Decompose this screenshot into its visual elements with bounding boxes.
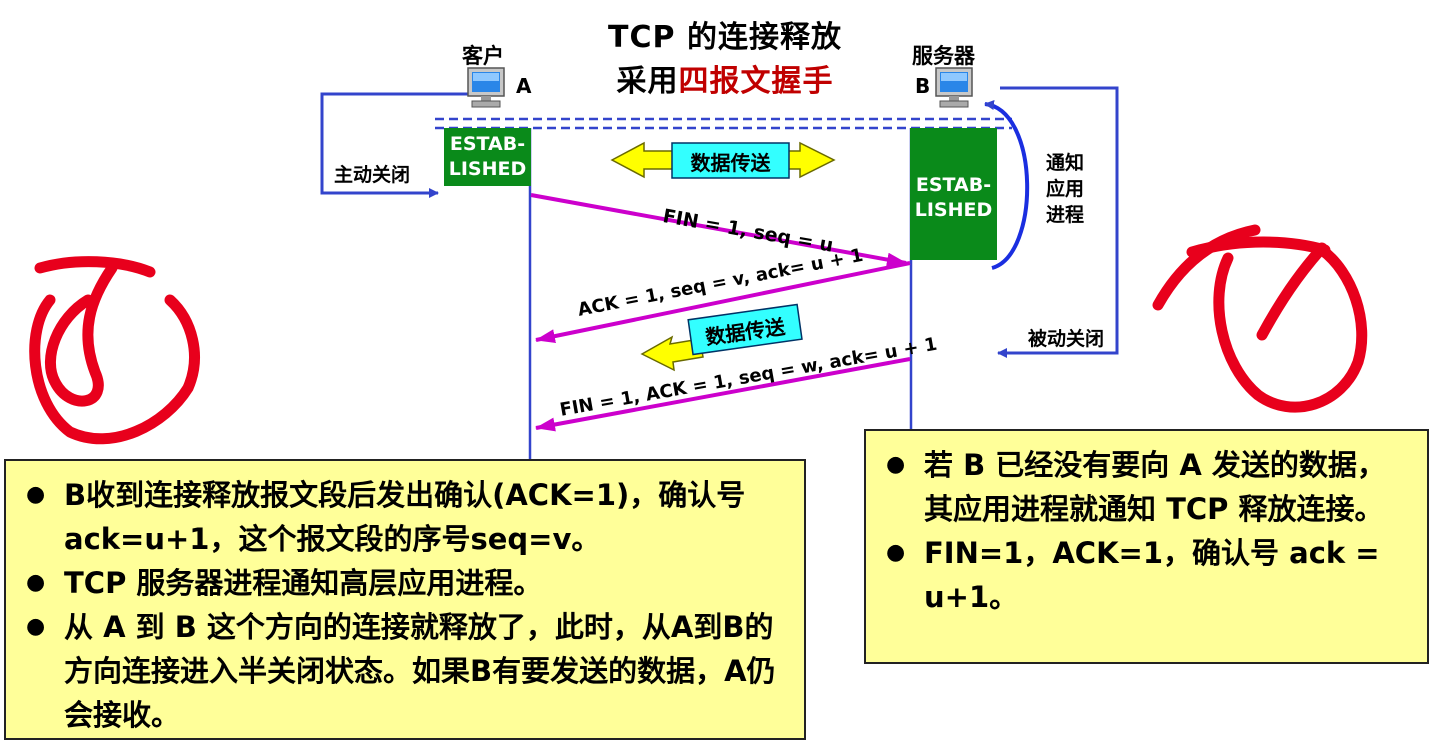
note-left-item: TCP 服务器进程通知高层应用进程。 <box>20 561 784 605</box>
server-state-line1: ESTAB- <box>915 174 992 196</box>
subtitle-highlight: 四报文握手 <box>678 64 834 99</box>
client-state-line1: ESTAB- <box>449 133 526 155</box>
server-computer-icon <box>935 67 973 108</box>
subtitle-prefix: 采用 <box>616 64 679 99</box>
note-left: B收到连接释放报文段后发出确认(ACK=1)，确认号ack=u+1，这个报文段的… <box>4 459 806 740</box>
data-transfer-label-top: 数据传送 <box>690 151 771 175</box>
notify-line3: 进程 <box>1046 204 1085 226</box>
note-right: 若 B 已经没有要向 A 发送的数据，其应用进程就通知 TCP 释放连接。 FI… <box>864 429 1429 664</box>
diagram-subtitle: 采用四报文握手 <box>560 56 890 100</box>
client-label: 客户 <box>462 44 504 68</box>
handwritten-annotation-left <box>29 256 200 445</box>
note-left-item: B收到连接释放报文段后发出确认(ACK=1)，确认号ack=u+1，这个报文段的… <box>20 473 784 561</box>
active-close-arrow <box>320 92 468 198</box>
client-state-line2: LISHED <box>448 158 527 180</box>
notify-app-arrow <box>984 100 1030 270</box>
passive-close-label: 被动关闭 <box>1028 328 1105 350</box>
server-label: 服务器 <box>912 44 975 68</box>
ack-arrow <box>535 261 911 344</box>
active-close-label: 主动关闭 <box>334 164 411 186</box>
fin-ack-arrow <box>535 357 911 432</box>
handwritten-annotation-right <box>1152 224 1368 413</box>
notify-line2: 应用 <box>1046 178 1085 200</box>
server-letter: B <box>915 74 931 98</box>
data-transfer-box-middle <box>687 303 803 356</box>
note-right-item: 若 B 已经没有要向 A 发送的数据，其应用进程就通知 TCP 释放连接。 <box>880 443 1409 531</box>
note-left-item: 从 A 到 B 这个方向的连接就释放了，此时，从A到B的方向连接进入半关闭状态。… <box>20 605 784 737</box>
diagram-title: TCP 的连接释放 <box>608 20 842 55</box>
connection-dashed-lines <box>435 117 1012 130</box>
client-state-established: ESTAB- LISHED <box>444 128 531 186</box>
fin-arrow <box>530 193 907 267</box>
server-state-established: ESTAB- LISHED <box>910 128 997 260</box>
note-right-item: FIN=1，ACK=1，确认号 ack = u+1。 <box>880 531 1409 619</box>
client-computer-icon <box>467 67 505 108</box>
notify-line1: 通知 <box>1046 152 1085 174</box>
notify-app-label: 通知 应用 进程 <box>1046 150 1084 228</box>
passive-close-arrow <box>997 86 1119 358</box>
server-state-line2: LISHED <box>914 199 993 221</box>
client-letter: A <box>516 74 532 98</box>
data-transfer-box-top <box>671 142 790 179</box>
